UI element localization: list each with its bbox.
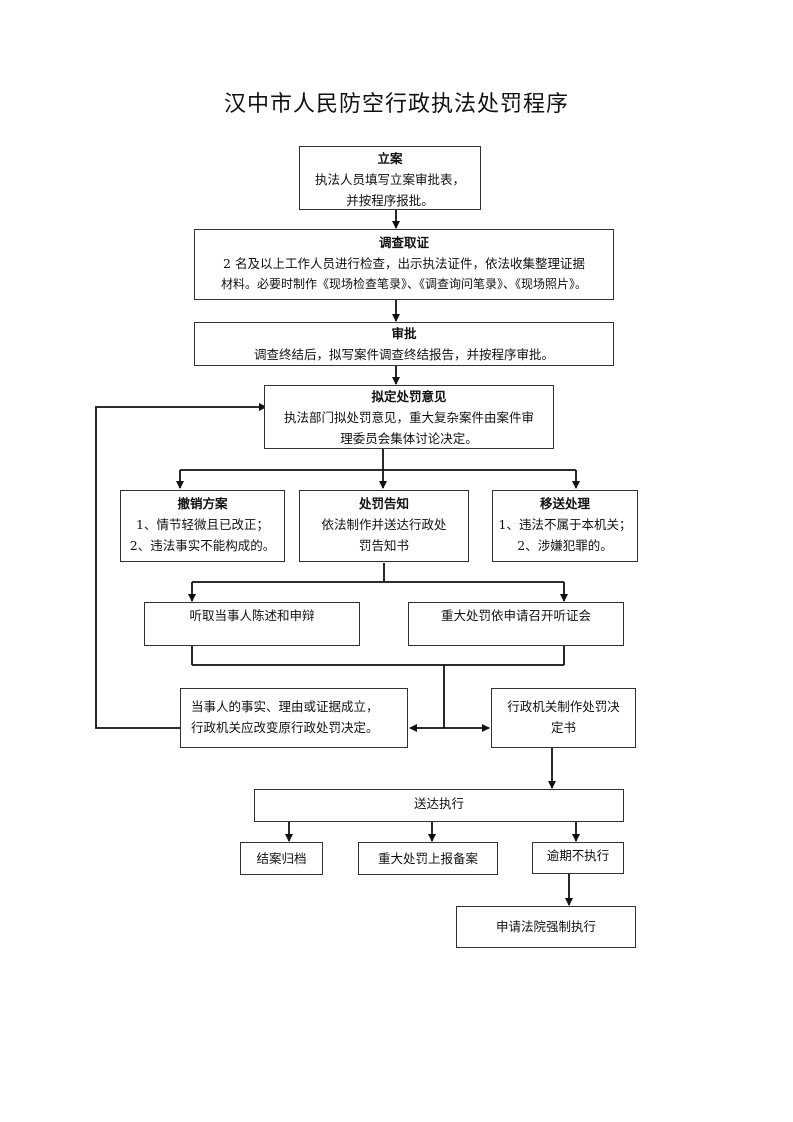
- step-notice: 处罚告知 依法制作并送达行政处 罚告知书: [299, 490, 469, 562]
- step-overdue-line-1: 逾期不执行: [546, 848, 610, 863]
- step-approval: 审批 调查终结后，拟写案件调查终结报告，并按程序审批。: [194, 322, 614, 366]
- page-title: 汉中市人民防空行政执法处罚程序: [223, 92, 569, 117]
- step-investigation-line-2: 材料。必要时制作《现场检查笔录》、《调查询问笔录》、《现场照片》。: [220, 277, 587, 291]
- step-proposal-line-1: 执法部门拟处罚意见，重大复杂案件由案件审: [283, 410, 534, 425]
- step-filing-line-1: 执法人员填写立案审批表，: [314, 172, 465, 187]
- step-change-line-1: 当事人的事实、理由或证据成立，: [191, 699, 379, 714]
- step-investigation-heading: 调查取证: [378, 235, 429, 250]
- step-filing: 立案 执法人员填写立案审批表， 并按程序报批。: [299, 146, 481, 210]
- step-decision: 行政机关制作处罚决 定书: [491, 688, 636, 748]
- step-approval-line-1: 调查终结后，拟写案件调查终结报告，并按程序审批。: [253, 347, 554, 362]
- arrow-change-back-to-proposal: [95, 403, 267, 729]
- step-decision-line-1: 行政机关制作处罚决: [507, 699, 620, 714]
- step-transfer-line-1: 1、违法不属于本机关；: [498, 517, 632, 532]
- step-filing-line-2: 并按程序报批。: [346, 193, 434, 208]
- step-transfer: 移送处理 1、违法不属于本机关； 2、涉嫌犯罪的。: [492, 490, 638, 562]
- step-notice-line-1: 依法制作并送达行政处: [321, 517, 447, 532]
- step-report-line-1: 重大处罚上报备案: [377, 851, 478, 866]
- step-statement-line-1: 听取当事人陈述和申辩: [189, 608, 315, 623]
- step-approval-heading: 审批: [391, 326, 417, 341]
- step-notice-heading: 处罚告知: [358, 496, 409, 511]
- step-report: 重大处罚上报备案: [358, 842, 498, 875]
- step-revoke-line-2: 2、违法事实不能构成的。: [129, 538, 276, 553]
- step-statement: 听取当事人陈述和申辩: [144, 602, 360, 646]
- step-revoke: 撤销方案 1、情节轻微且已改正； 2、违法事实不能构成的。: [120, 490, 285, 562]
- step-delivery-line-1: 送达执行: [413, 796, 464, 811]
- step-revoke-heading: 撤销方案: [177, 496, 228, 511]
- step-transfer-line-2: 2、涉嫌犯罪的。: [517, 538, 613, 553]
- step-court-line-1: 申请法院强制执行: [495, 919, 596, 934]
- step-transfer-heading: 移送处理: [539, 496, 590, 511]
- step-change-line-2: 行政机关应改变原行政处罚决定。: [191, 720, 379, 735]
- step-notice-line-2: 罚告知书: [358, 538, 409, 553]
- step-delivery: 送达执行: [254, 789, 624, 822]
- step-proposal: 拟定处罚意见 执法部门拟处罚意见，重大复杂案件由案件审 理委员会集体讨论决定。: [264, 385, 554, 449]
- step-investigation: 调查取证 2 名及以上工作人员进行检查，出示执法证件，依法收集整理证据 材料。必…: [194, 229, 614, 300]
- step-change: 当事人的事实、理由或证据成立， 行政机关应改变原行政处罚决定。: [180, 688, 408, 748]
- step-revoke-line-1: 1、情节轻微且已改正；: [136, 517, 269, 532]
- step-proposal-heading: 拟定处罚意见: [371, 389, 447, 404]
- step-filing-heading: 立案: [377, 151, 403, 166]
- step-archive: 结案归档: [240, 842, 323, 875]
- step-overdue: 逾期不执行: [532, 842, 624, 874]
- step-proposal-line-2: 理委员会集体讨论决定。: [340, 431, 478, 446]
- step-hearing-line-1: 重大处罚依申请召开听证会: [440, 608, 591, 623]
- step-investigation-line-1: 2 名及以上工作人员进行检查，出示执法证件，依法收集整理证据: [223, 256, 585, 271]
- step-hearing: 重大处罚依申请召开听证会: [408, 602, 624, 646]
- step-decision-line-2: 定书: [550, 720, 576, 735]
- step-archive-line-1: 结案归档: [256, 851, 307, 866]
- step-court: 申请法院强制执行: [456, 906, 636, 948]
